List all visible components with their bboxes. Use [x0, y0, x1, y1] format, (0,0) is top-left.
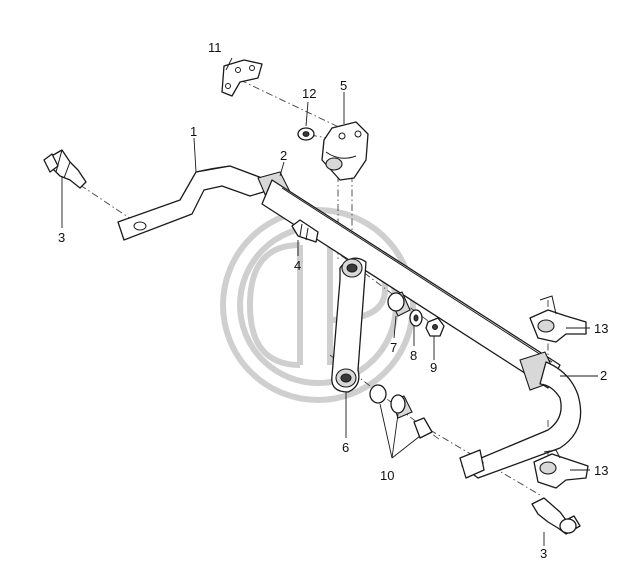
callout-6: 6 — [342, 440, 349, 455]
callout-1: 1 — [190, 124, 197, 139]
stabilizer-link — [331, 257, 367, 393]
bolt-link-upper — [291, 219, 319, 243]
callout-2-left: 2 — [280, 148, 287, 163]
callout-10: 10 — [380, 468, 394, 483]
assembly-lines — [79, 79, 549, 496]
callout-3-upper: 3 — [58, 230, 65, 245]
pin-bolt-upper — [43, 149, 87, 189]
bushing-upper — [387, 291, 411, 317]
leader-lines — [61, 57, 598, 546]
link-bracket-upper — [321, 121, 369, 181]
mount-bracket — [221, 59, 263, 97]
washer-upper — [297, 127, 315, 141]
callout-8: 8 — [410, 348, 417, 363]
callout-11: 11 — [208, 40, 222, 55]
callout-3-lower: 3 — [540, 546, 547, 561]
callout-4: 4 — [294, 258, 301, 273]
pin-bolt-lower — [531, 497, 581, 535]
callout-labels: 1 2 2 3 3 4 5 6 7 8 9 10 11 12 13 13 — [58, 40, 608, 561]
callout-7: 7 — [390, 340, 397, 355]
callout-13-lower: 13 — [594, 463, 608, 478]
callout-12: 12 — [302, 86, 316, 101]
clamp-upper — [529, 295, 587, 343]
clamp-lower — [533, 449, 589, 489]
callout-9: 9 — [430, 360, 437, 375]
callout-5: 5 — [340, 78, 347, 93]
callout-13-upper: 13 — [594, 321, 608, 336]
nut-upper — [425, 317, 445, 337]
washer-middle — [409, 309, 423, 327]
callout-2-right: 2 — [600, 368, 607, 383]
bushing-set-lower — [369, 384, 433, 439]
stabilizer-bar — [117, 165, 582, 479]
